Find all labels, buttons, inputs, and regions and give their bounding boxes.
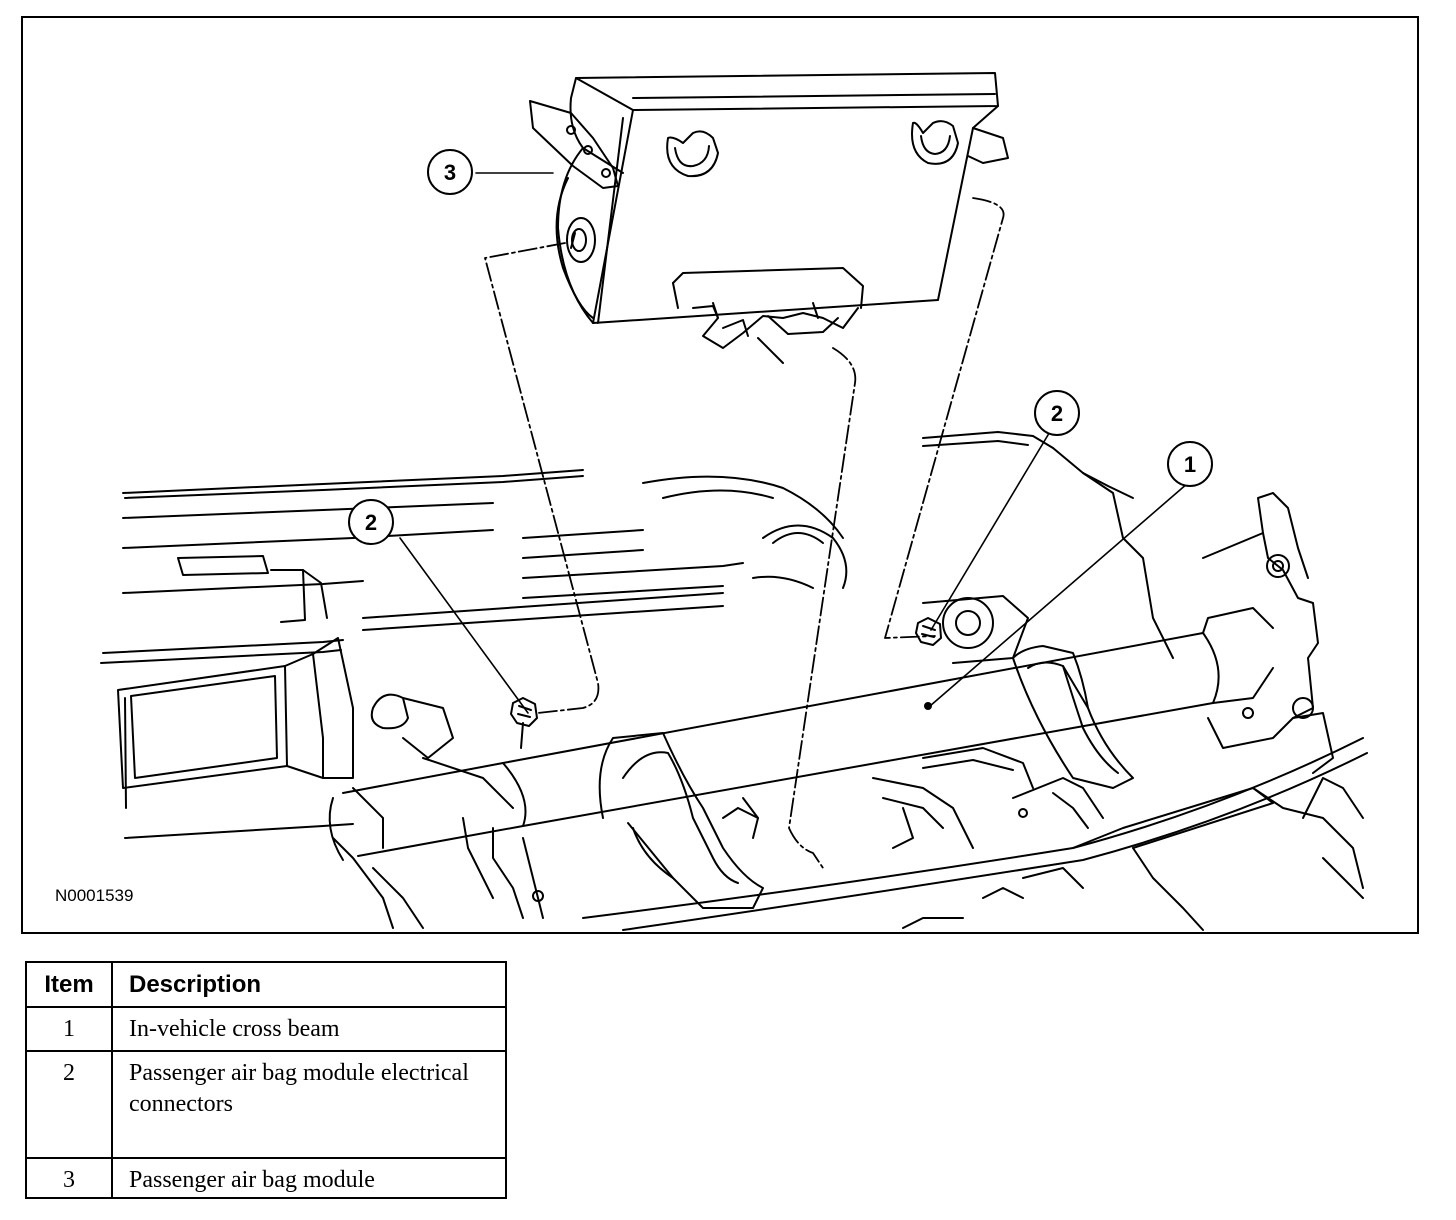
cross-beam <box>328 607 1274 909</box>
air-bag-module <box>529 72 1009 364</box>
legend-item-description: Passenger air bag module electrical conn… <box>111 1050 507 1159</box>
left-connector <box>510 697 538 749</box>
svg-text:2: 2 <box>1051 401 1063 426</box>
callout-2-left: 2 <box>348 499 394 545</box>
legend-header-description: Description <box>111 961 507 1008</box>
instrument-panel <box>100 431 1334 929</box>
svg-text:2: 2 <box>365 510 377 535</box>
callout-2-right: 2 <box>1034 390 1080 436</box>
callout-leader-lines <box>399 172 1189 714</box>
legend-item-number: 3 <box>25 1157 113 1199</box>
legend-item-number: 2 <box>25 1050 113 1159</box>
table-row: 3 Passenger air bag module <box>25 1157 507 1199</box>
svg-text:3: 3 <box>444 160 456 185</box>
callout-1: 1 <box>1167 441 1213 487</box>
legend-item-description: Passenger air bag module <box>111 1157 507 1199</box>
callout-3: 3 <box>427 149 473 195</box>
exploded-view-leaders <box>484 197 1005 869</box>
table-row: 1 In-vehicle cross beam <box>25 1006 507 1052</box>
lower-dash-structure <box>582 737 1368 931</box>
table-row: 2 Passenger air bag module electrical co… <box>25 1050 507 1159</box>
diagram-frame: 3 2 2 1 N0001539 <box>21 16 1419 934</box>
figure-id: N0001539 <box>55 886 133 905</box>
legend-header-row: Item Description <box>25 961 507 1008</box>
legend-table: Item Description 1 In-vehicle cross beam… <box>25 961 507 1199</box>
legend-header-item: Item <box>25 961 113 1008</box>
legend-item-description: In-vehicle cross beam <box>111 1006 507 1052</box>
right-connector <box>915 617 942 646</box>
svg-text:1: 1 <box>1184 452 1196 477</box>
exploded-view-illustration: 3 2 2 1 N0001539 <box>55 72 1368 931</box>
legend-item-number: 1 <box>25 1006 113 1052</box>
